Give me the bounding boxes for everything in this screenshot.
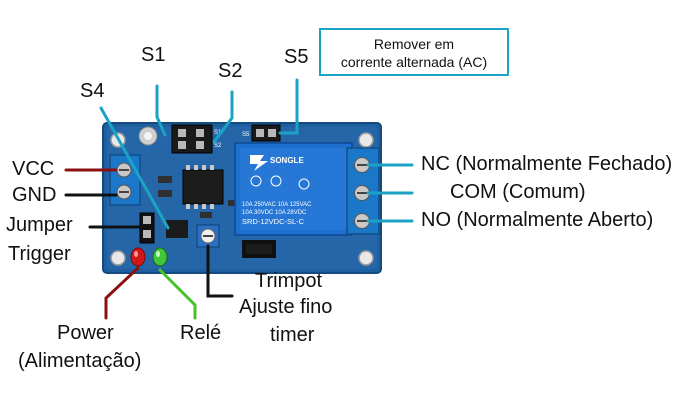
relay-ratings-2: 10A 30VDC 10A 28VDC [242,210,307,216]
relay-ratings-1: 10A 250VAC 10A 125VAC [242,202,312,208]
label-timer: timer [270,324,315,346]
led-power [130,247,146,267]
mounting-hole [358,250,374,266]
label-rele: Relé [180,322,222,344]
label-s4: S4 [80,80,105,102]
ac-note-line1: Remover em [373,36,455,52]
callout-s2 [212,90,234,144]
callout-lines [64,78,414,320]
label-s5: S5 [284,46,309,68]
mounting-hole [110,250,126,266]
ic-chip [182,165,224,209]
callout-rele [158,268,197,320]
power-terminal-block [109,154,141,206]
label-com: COM (Comum) [450,181,586,203]
label-trimpot: Trimpot [255,270,323,292]
callout-s1 [155,84,167,137]
trimpot [196,224,220,248]
relay-brand: SONGLE [270,156,304,165]
ac-note-line2: corrente alternada (AC) [340,54,488,70]
label-power: Power [57,322,114,344]
label-alimentacao: (Alimentação) [18,350,142,372]
jumper-header-s5: S5 [242,124,281,142]
callout-power [104,266,140,320]
songle-logo [250,155,268,171]
smd-components [158,176,238,218]
label-s1: S1 [141,44,166,66]
label-ajuste-fino: Ajuste fino [239,296,333,318]
label-nc: NC (Normalmente Fechado) [421,153,673,175]
relay-model: SRD-12VDC-SL-C [242,217,305,226]
silk-s1: S1 [214,130,222,136]
transistor [166,220,188,238]
label-gnd: GND [12,184,57,206]
label-vcc: VCC [12,158,55,180]
silk-s2: S2 [214,143,222,149]
capacitor [138,126,158,146]
jumper-header-s1-s2: S1 S2 [171,124,222,154]
callout-s5 [278,78,299,135]
label-s2: S2 [218,60,243,82]
relay: SONGLE 10A 250VAC 10A 125VAC 10A 30VDC 1… [234,142,353,236]
callout-s4 [99,106,170,230]
ac-note-box: Remover em corrente alternada (AC) [319,28,509,76]
diode [242,240,276,258]
callout-trimpot [206,244,234,298]
mounting-hole [358,132,374,148]
label-trigger: Trigger [8,243,71,265]
label-no: NO (Normalmente Aberto) [421,209,654,231]
silk-s5: S5 [242,132,250,138]
label-jumper: Jumper [6,214,73,236]
led-relay [152,247,168,267]
